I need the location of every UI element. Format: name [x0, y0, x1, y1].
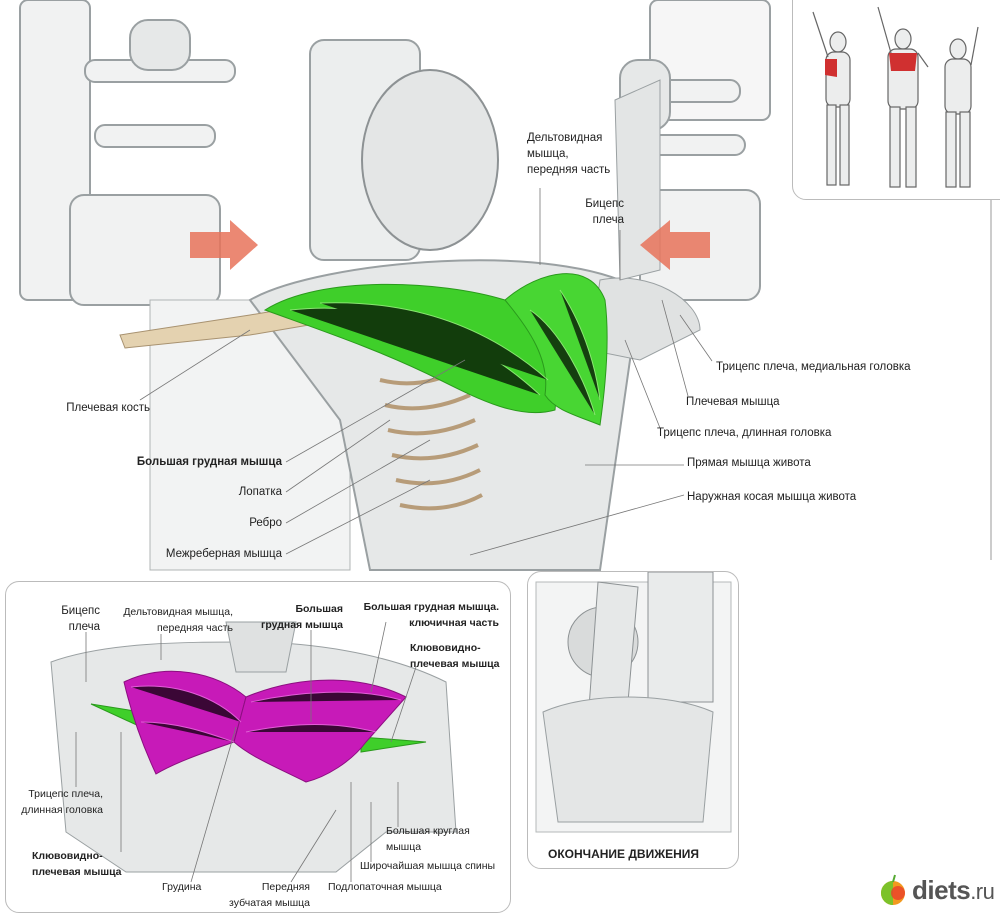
label-line: Большая — [295, 603, 343, 615]
inset-highlight-center — [889, 53, 917, 71]
label-line: Дельтовидная — [527, 132, 603, 144]
label-line: зубчатая мышца — [229, 897, 310, 909]
detail-fibers — [130, 685, 402, 743]
label-line: Большая круглая — [386, 825, 470, 837]
label-line: передняя часть — [527, 164, 611, 176]
label-deltoid-anterior: Дельтовидная мышца, передняя часть — [527, 130, 610, 178]
detail-label-coracobrachialis-left: Клювовидно- плечевая мышца — [32, 848, 122, 880]
diets-ru-logo[interactable]: diets.ru — [878, 874, 995, 906]
apple-logo-icon — [881, 874, 905, 905]
label-rectus-abdominis: Прямая мышца живота — [687, 457, 811, 469]
detail-label-pectoralis-clavicular: Большая грудная мышца. ключичная часть — [350, 599, 499, 631]
inset-figures — [812, 6, 979, 188]
label-scapula: Лопатка — [238, 486, 282, 498]
label-line: плечевая мышца — [410, 658, 500, 670]
label-line: длинная головка — [21, 804, 103, 816]
label-line: Бицепс — [61, 605, 100, 617]
end-of-movement-caption: ОКОНЧАНИЕ ДВИЖЕНИЯ — [548, 847, 699, 861]
label-line: ключичная часть — [409, 617, 499, 629]
detail-panel — [5, 581, 511, 913]
leader-lines — [139, 188, 713, 556]
label-external-oblique: Наружная косая мышца живота — [687, 491, 857, 503]
inset-highlight-left — [825, 59, 837, 77]
detail-label-deltoid: Дельтовидная мышца, передняя часть — [100, 604, 233, 636]
label-line: Бицепс — [585, 198, 624, 210]
end-of-movement-illustration — [535, 572, 732, 833]
label-line: Большая грудная мышца. — [363, 601, 499, 613]
detail-label-pectoralis-major: Большая грудная мышца — [240, 601, 343, 633]
label-line: Передняя — [261, 881, 310, 893]
label-line: плеча — [68, 621, 100, 633]
label-rib: Ребро — [249, 517, 282, 529]
label-line: плеча — [592, 214, 624, 226]
logo-name: diets — [912, 874, 971, 905]
logo-tld: .ru — [970, 878, 995, 904]
detail-label-sternum: Грудина — [162, 881, 202, 893]
label-line: передняя часть — [156, 622, 233, 634]
label-line: Клювовидно- — [410, 642, 481, 654]
detail-label-triceps-long: Трицепс плеча, длинная головка — [5, 786, 103, 818]
label-humerus: Плечевая кость — [66, 402, 150, 414]
label-biceps: Бицепс плеча — [560, 196, 624, 228]
label-intercostal: Межреберная мышца — [165, 548, 282, 560]
detail-label-latissimus: Широчайшая мышца спины — [360, 860, 496, 872]
detail-label-teres-major: Большая круглая мышца — [386, 823, 470, 855]
label-triceps-long: Трицепс плеча, длинная головка — [657, 427, 832, 439]
push-arrow-left-icon — [190, 220, 258, 270]
label-line: мышца — [386, 841, 422, 853]
detail-label-subscapularis: Подлопаточная мышца — [328, 881, 442, 893]
label-line: грудная мышца — [260, 619, 343, 631]
target-muscle-inset — [792, 0, 1000, 200]
end-of-movement-panel: ОКОНЧАНИЕ ДВИЖЕНИЯ — [527, 571, 739, 869]
detail-label-serratus: Передняя зубчатая мышца — [215, 879, 310, 911]
detail-label-biceps: Бицепс плеча — [20, 603, 100, 635]
right-forearm — [614, 79, 661, 281]
label-line: плечевая мышца — [32, 866, 122, 878]
label-line: Клювовидно- — [32, 850, 103, 862]
label-brachialis: Плечевая мышца — [686, 396, 780, 408]
detail-illustration — [50, 621, 457, 883]
head — [361, 69, 499, 251]
label-line: мышца, — [527, 148, 569, 160]
label-line: Дельтовидная мышца, — [123, 606, 233, 618]
push-arrow-right-icon — [640, 220, 710, 270]
label-line: Трицепс плеча, — [28, 788, 103, 800]
detail-neck — [225, 621, 297, 673]
logo-text: diets.ru — [912, 874, 995, 906]
detail-pectoralis-left — [123, 670, 247, 775]
machine-left — [19, 0, 236, 306]
muscle-fibers — [289, 289, 601, 416]
label-pectoralis-major: Большая грудная мышца — [136, 456, 282, 468]
detail-leader-lines — [75, 621, 417, 883]
detail-label-coracobrachialis-right: Клювовидно- плечевая мышца — [410, 640, 500, 672]
label-triceps-medial: Трицепс плеча, медиальная головка — [716, 361, 911, 373]
